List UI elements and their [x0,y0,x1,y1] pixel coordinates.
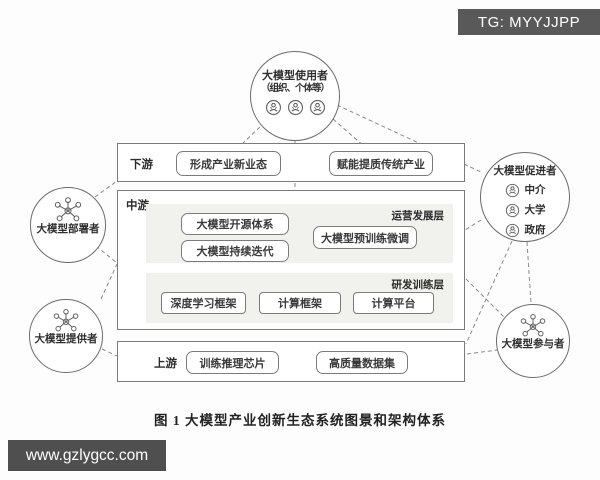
operation-layer-label: 运营发展层 [391,211,445,222]
promoter-item-label: 政府 [524,225,546,236]
operation-layer-panel: 运营发展层 大模型开源体系 大模型持续迭代 大模型预训练微调 [146,204,453,263]
provider-circle-label: 大模型提供者 [34,334,98,345]
tg-watermark-banner: TG: MYYJJPP [458,9,600,35]
midstream-box: 中游 运营发展层 大模型开源体系 大模型持续迭代 大模型预训练微调 研发训练层 … [117,190,465,330]
figure-caption: 图 1 大模型产业创新生态系统图景和架构体系 [154,413,446,428]
downstream-label: 下游 [130,159,153,171]
box-open-source-system: 大模型开源体系 [181,213,289,235]
network-icon [53,309,79,332]
upstream-box: 上游 训练推理芯片 高质量数据集 [117,341,465,382]
box-pretrain-finetune: 大模型预训练微调 [313,226,417,249]
rd-layer-panel: 研发训练层 深度学习框架 计算框架 计算平台 [146,273,453,323]
users-circle: 大模型使用者 （组织、个体等） [250,51,340,141]
users-circle-subtitle: （组织、个体等） [260,84,330,94]
provider-circle: 大模型提供者 [29,299,103,373]
box-continuous-iteration: 大模型持续迭代 [181,240,289,262]
users-circle-title: 大模型使用者 [262,70,328,82]
user-icon [505,183,519,198]
participant-circle: 大模型参与者 [496,304,570,378]
promoter-item-government: 政府 [505,222,546,239]
midstream-label: 中游 [126,200,149,212]
box-quality-dataset: 高质量数据集 [316,351,408,374]
promoter-circle-title: 大模型促进者 [493,166,557,177]
deployer-circle-label: 大模型部署者 [36,224,100,235]
box-training-chips: 训练推理芯片 [186,351,279,374]
upstream-label: 上游 [154,358,177,370]
participant-circle-label: 大模型参与者 [501,339,565,350]
promoter-item-intermediary: 中介 [505,182,546,199]
user-icon [505,203,519,218]
user-icon [505,223,519,238]
user-icon [287,99,303,116]
network-icon [54,197,82,222]
users-icon-row [265,99,326,116]
downstream-box: 下游 形成产业新业态 赋能提质传统产业 [117,143,465,182]
user-icon [265,99,281,116]
promoter-item-label: 中介 [524,185,546,196]
box-compute-platform: 计算平台 [353,292,434,314]
box-compute-framework: 计算框架 [259,292,341,314]
box-empower-traditional: 赋能提质传统产业 [329,151,433,176]
promoter-circle: 大模型促进者 中介 大学 政府 [480,152,570,242]
deployer-circle: 大模型部署者 [30,187,106,263]
rd-layer-label: 研发训练层 [391,280,445,291]
network-icon [520,314,546,337]
box-new-industry: 形成产业新业态 [176,151,281,176]
user-icon [309,99,325,116]
promoter-item-university: 大学 [505,202,546,219]
promoter-item-label: 大学 [524,205,546,216]
box-dl-framework: 深度学习框架 [161,292,246,314]
site-watermark: www.gzlygcc.com [8,440,166,471]
